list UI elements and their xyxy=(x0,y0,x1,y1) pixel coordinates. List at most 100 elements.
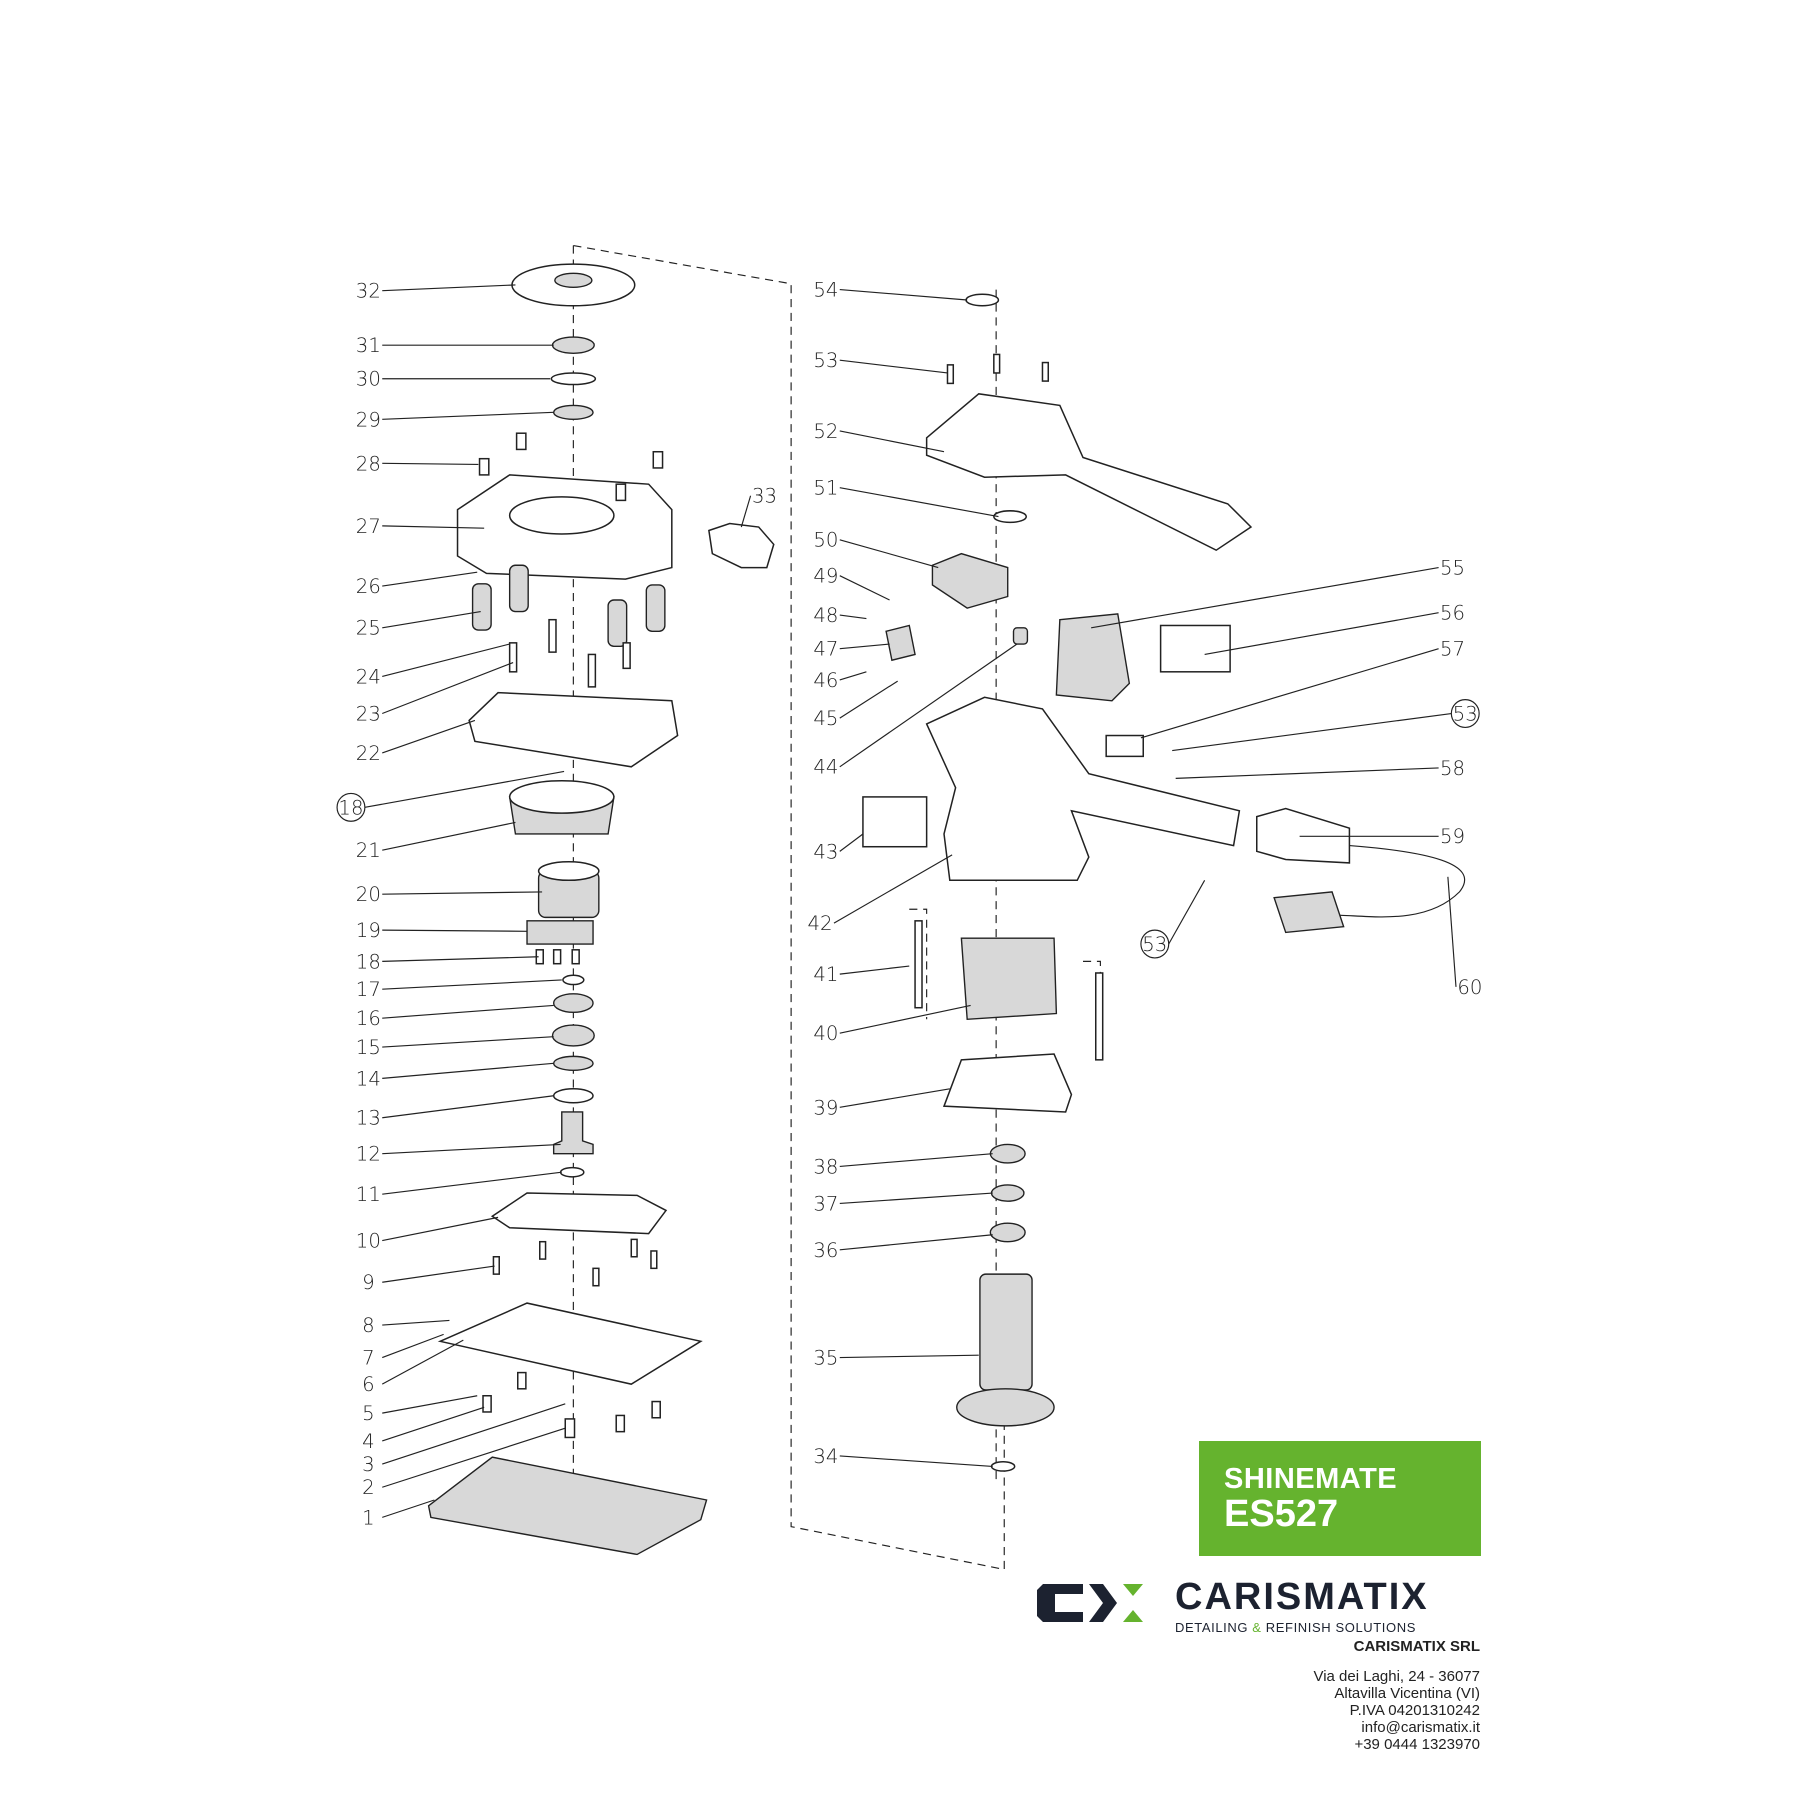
part-41-screw xyxy=(914,920,923,1009)
leader-line xyxy=(382,1319,450,1326)
callout-37: 37 xyxy=(813,1192,993,1215)
part-18-screws xyxy=(535,949,580,965)
vat-number: P.IVA 04201310242 xyxy=(1349,1702,1480,1719)
callout-52: 52 xyxy=(813,420,945,453)
part-number: 39 xyxy=(813,1096,838,1119)
leader-line xyxy=(382,1143,561,1155)
callout-circle xyxy=(1450,699,1480,728)
callout-47: 47 xyxy=(813,638,890,661)
part-number: 2 xyxy=(362,1476,375,1499)
leader-line xyxy=(839,1455,993,1467)
part-number: 31 xyxy=(356,334,381,357)
callout-50: 50 xyxy=(813,529,939,569)
part-number: 54 xyxy=(813,279,838,302)
product-title-box: SHINEMATE ES527 xyxy=(1199,1441,1481,1556)
part-number: 18 xyxy=(338,796,363,819)
part-number: 51 xyxy=(813,477,838,500)
callout-53: 53 xyxy=(1140,880,1206,959)
leader-line xyxy=(382,1265,495,1283)
part-number: 53 xyxy=(1453,702,1478,725)
part-11-washer xyxy=(559,1166,585,1178)
leader-line xyxy=(839,614,867,620)
leader-line xyxy=(1140,648,1439,739)
part-60-cable xyxy=(1332,844,1466,918)
callout-14: 14 xyxy=(356,1062,554,1090)
callout-24: 24 xyxy=(356,643,510,688)
leader-line xyxy=(1175,767,1439,779)
part-number: 11 xyxy=(356,1183,381,1206)
company-address: CARISMATIX SRL Via dei Laghi, 24 - 36077… xyxy=(1313,1638,1480,1753)
leader-line xyxy=(839,539,939,569)
brand-name: CARISMATIX xyxy=(1175,1576,1429,1618)
part-number: 58 xyxy=(1440,757,1465,780)
leader-line xyxy=(839,671,867,681)
part-12-shaft xyxy=(552,1111,594,1155)
callout-18: 18 xyxy=(356,950,539,973)
part-number: 6 xyxy=(362,1373,375,1396)
leader-line xyxy=(382,891,543,895)
tagline-part: REFINISH SOLUTIONS xyxy=(1261,1620,1416,1635)
part-number: 24 xyxy=(356,665,381,688)
callout-48: 48 xyxy=(813,604,867,627)
leader-line xyxy=(740,495,752,528)
part-number: 26 xyxy=(356,575,381,598)
part-60-plug xyxy=(1273,891,1345,934)
part-number: 37 xyxy=(813,1192,838,1215)
left-assembly xyxy=(427,263,775,1556)
leader-line xyxy=(839,288,968,301)
callout-12: 12 xyxy=(356,1143,561,1166)
leader-line xyxy=(1168,880,1206,945)
part-53-screws xyxy=(946,353,1050,385)
part-43-label xyxy=(862,796,928,848)
leader-line xyxy=(382,929,528,932)
part-33-bellow xyxy=(708,522,775,569)
leader-line xyxy=(382,1395,478,1414)
callout-27: 27 xyxy=(356,515,485,538)
part-17-clip xyxy=(562,974,585,986)
leader-line xyxy=(382,1333,444,1359)
part-number: 47 xyxy=(813,638,838,661)
leader-line xyxy=(1091,566,1439,629)
cx-logo-icon xyxy=(1037,1584,1143,1622)
leader-line xyxy=(1447,876,1457,987)
leader-line xyxy=(382,1427,566,1488)
callout-55: 55 xyxy=(1091,557,1465,629)
leader-line xyxy=(839,833,864,852)
part-35-fan xyxy=(956,1388,1055,1427)
callout-44: 44 xyxy=(813,643,1018,779)
callout-26: 26 xyxy=(356,571,478,598)
part-number: 55 xyxy=(1440,557,1465,580)
callout-51: 51 xyxy=(813,477,999,518)
callout-circle xyxy=(1140,929,1170,959)
callout-31: 31 xyxy=(356,334,554,357)
part-57-module xyxy=(1105,734,1144,758)
part-number: 4 xyxy=(362,1430,375,1453)
tagline-part: DETAILING xyxy=(1175,1620,1253,1635)
callout-39: 39 xyxy=(813,1088,950,1119)
callout-25: 25 xyxy=(356,611,481,640)
callout-35: 35 xyxy=(813,1346,979,1369)
product-series: SHINEMATE xyxy=(1224,1463,1398,1495)
part-28-screws xyxy=(478,432,664,502)
leader-line xyxy=(382,979,562,990)
leader-line xyxy=(839,430,945,453)
part-number: 48 xyxy=(813,604,838,627)
part-number: 49 xyxy=(813,565,838,588)
part-number: 45 xyxy=(813,707,838,730)
callout-49: 49 xyxy=(813,565,890,601)
right-assembly xyxy=(862,293,1466,1472)
part-14-washer xyxy=(552,1055,594,1071)
part-37-bearing xyxy=(990,1184,1025,1202)
carismatix-logo: CARISMATIX DETAILING & REFINISH SOLUTION… xyxy=(1037,1576,1481,1638)
callout-9: 9 xyxy=(362,1265,495,1294)
part-number: 27 xyxy=(356,515,381,538)
callout-32: 32 xyxy=(356,280,516,303)
part-number: 53 xyxy=(813,349,838,372)
part-number: 56 xyxy=(1440,602,1465,625)
leader-line xyxy=(381,1339,464,1385)
leader-line xyxy=(382,643,510,678)
callout-5: 5 xyxy=(362,1395,478,1425)
part-30-ring xyxy=(550,372,597,386)
callout-45: 45 xyxy=(813,680,898,730)
part-52-top-cover xyxy=(925,393,1253,552)
